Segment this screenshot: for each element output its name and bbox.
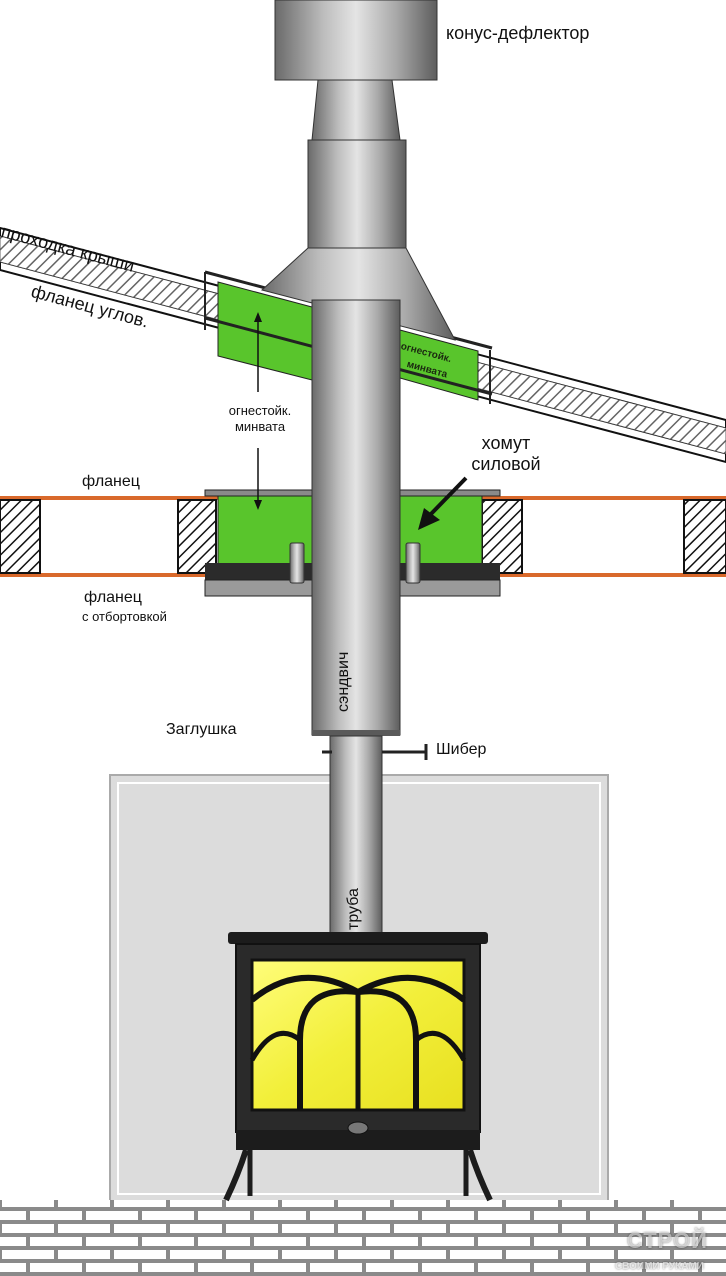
label-flared-flange-line1: фланец bbox=[84, 589, 142, 606]
label-power-clamp-line1: хомут bbox=[481, 433, 531, 453]
watermark-brand: СТРОЙ bbox=[626, 1228, 708, 1253]
label-fireproof-wool-line2: минвата bbox=[234, 419, 286, 434]
label-sandwich: сэндвич bbox=[335, 651, 352, 712]
watermark-sub: СВОИМИ РУКАМИ bbox=[614, 1261, 704, 1272]
label-fireproof-wool: огнестойк. минвата bbox=[200, 404, 320, 433]
label-flared-flange-line2: с отбортовкой bbox=[82, 609, 167, 624]
stove-pipe bbox=[329, 735, 383, 937]
cone-deflector bbox=[274, 0, 438, 81]
label-flange: фланец bbox=[82, 473, 140, 490]
label-plug: Заглушка bbox=[166, 721, 237, 738]
label-power-clamp: хомут силовой bbox=[436, 434, 576, 473]
stove bbox=[223, 932, 493, 1202]
label-fireproof-wool-line1: огнестойк. bbox=[228, 403, 292, 418]
label-damper: Шибер bbox=[436, 741, 487, 758]
label-power-clamp-line2: силовой bbox=[471, 454, 541, 474]
sandwich-pipe bbox=[311, 299, 401, 736]
label-cone-deflector: конус-дефлектор bbox=[446, 23, 590, 43]
label-pipe: труба bbox=[345, 888, 362, 930]
brick-floor bbox=[0, 1200, 726, 1276]
